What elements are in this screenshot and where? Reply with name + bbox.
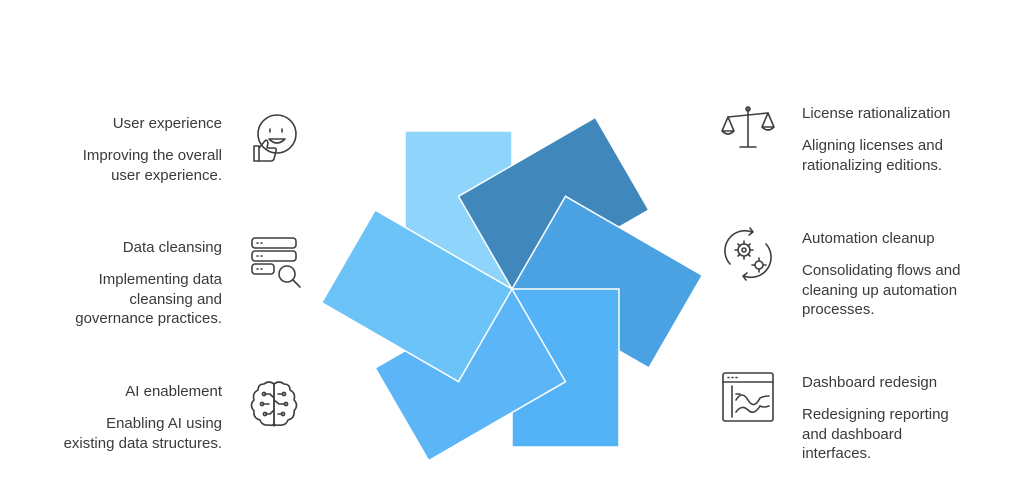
description-line: governance practices. — [75, 310, 222, 327]
item-license-rationalization: License rationalization Aligning license… — [802, 104, 1024, 175]
description-line: Improving the overall — [82, 147, 222, 164]
description-line: Implementing data — [98, 271, 222, 288]
item-description: Consolidating flows and cleaning up auto… — [802, 261, 1024, 320]
description-line: rationalizing editions. — [802, 156, 943, 174]
description-line: and dashboard — [802, 425, 903, 443]
description-line: Aligning licenses and — [802, 137, 943, 154]
database-search-icon — [246, 232, 302, 288]
balance-scale-icon — [720, 101, 776, 157]
description-line: cleaning up automation — [802, 281, 958, 299]
gears-refresh-icon — [720, 226, 776, 282]
description-line: Enabling AI using — [106, 415, 222, 432]
item-user-experience: User experience Improving the overall us… — [0, 114, 222, 185]
item-data-cleansing: Data cleansing Implementing data cleansi… — [0, 238, 222, 329]
item-description: Improving the overall user experience. — [0, 146, 222, 185]
item-description: Enabling AI using existing data structur… — [0, 414, 222, 453]
description-line: user experience. — [111, 166, 222, 184]
item-title: Automation cleanup — [802, 230, 935, 247]
item-dashboard-redesign: Dashboard redesign Redesigning reporting… — [802, 373, 1024, 464]
item-description: Implementing data cleansing and governan… — [0, 270, 222, 329]
item-title: AI enablement — [125, 383, 222, 400]
blade-data-cleansing — [320, 208, 514, 383]
item-title: License rationalization — [802, 105, 951, 122]
description-line: processes. — [802, 301, 875, 318]
pinwheel-blades — [320, 116, 704, 462]
dashboard-chart-icon — [720, 370, 776, 426]
item-title: Dashboard redesign — [802, 374, 938, 391]
description-line: Consolidating flows and — [802, 262, 961, 279]
description-line: cleansing and — [129, 290, 222, 308]
item-description: Aligning licenses and rationalizing edit… — [802, 136, 1024, 175]
item-description: Redesigning reporting and dashboard inte… — [802, 405, 1024, 464]
ai-brain-icon — [246, 376, 302, 432]
description-line: interfaces. — [802, 445, 872, 462]
item-automation-cleanup: Automation cleanup Consolidating flows a… — [802, 229, 1024, 320]
item-title: Data cleansing — [122, 239, 222, 256]
description-line: Redesigning reporting — [802, 406, 949, 423]
item-title: User experience — [112, 115, 222, 132]
item-ai-enablement: AI enablement Enabling AI using existing… — [0, 382, 222, 453]
thumbs-up-smiley-icon — [246, 108, 302, 164]
description-line: existing data structures. — [63, 434, 222, 452]
